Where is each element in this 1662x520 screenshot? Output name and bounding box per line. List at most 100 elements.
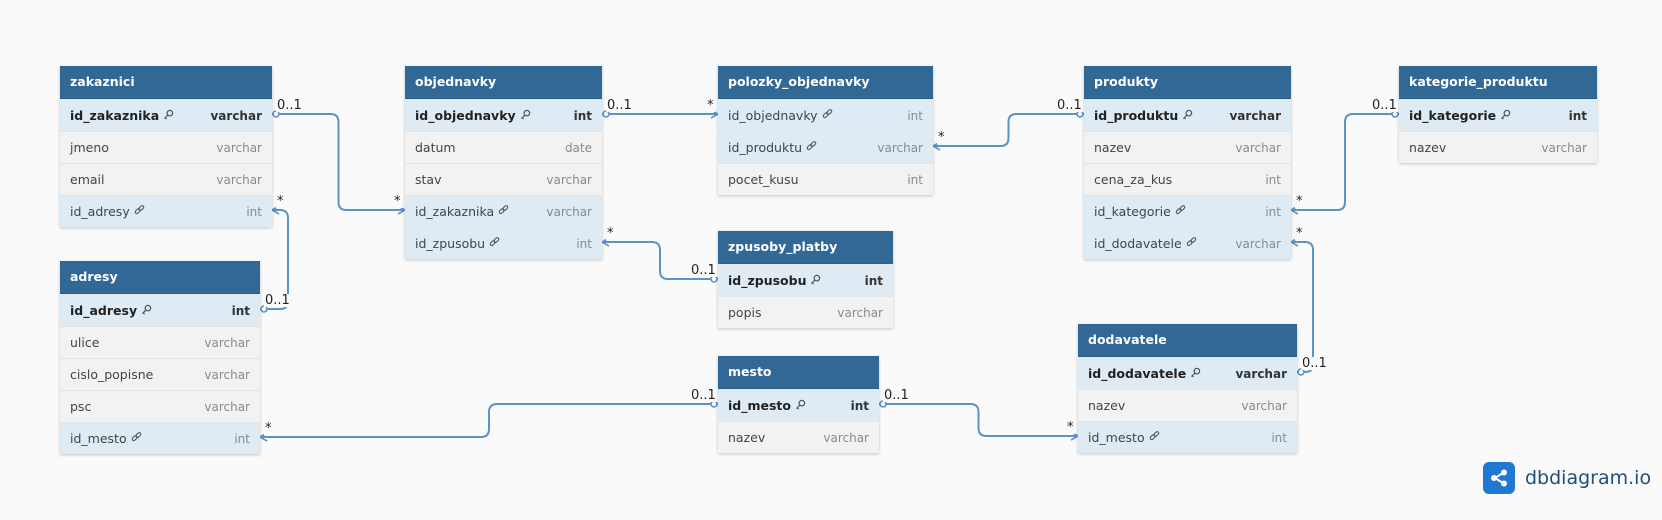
field-name-wrap: jmeno bbox=[70, 140, 109, 155]
field-type: int bbox=[231, 303, 250, 318]
table-header[interactable]: zakaznici bbox=[60, 66, 272, 99]
key-icon bbox=[810, 273, 821, 288]
table-header[interactable]: mesto bbox=[718, 356, 879, 389]
link-icon bbox=[134, 204, 145, 219]
table-header[interactable]: polozky_objednavky bbox=[718, 66, 933, 99]
cardinality-one-label: 0..1 bbox=[690, 388, 717, 403]
table-header[interactable]: produkty bbox=[1084, 66, 1291, 99]
relationship-line[interactable] bbox=[260, 403, 718, 438]
field-type: varchar bbox=[204, 399, 250, 414]
field-name: id_zakaznika bbox=[70, 108, 160, 123]
link-icon bbox=[822, 108, 833, 123]
relationship-line[interactable] bbox=[1291, 113, 1399, 211]
relationship-line[interactable] bbox=[933, 113, 1084, 147]
field-row-id_zpusobu[interactable]: id_zpusobu int bbox=[718, 264, 893, 296]
field-name: id_mesto bbox=[70, 431, 127, 446]
table-header[interactable]: zpusoby_platby bbox=[718, 231, 893, 264]
table-header[interactable]: objednavky bbox=[405, 66, 602, 99]
field-name: nazev bbox=[728, 430, 766, 445]
brand-logo[interactable]: dbdiagram.io bbox=[1483, 462, 1651, 494]
table-header[interactable]: kategorie_produktu bbox=[1399, 66, 1597, 99]
table-header[interactable]: dodavatele bbox=[1078, 324, 1297, 357]
cardinality-many-label: * bbox=[393, 194, 402, 209]
field-name-wrap: id_zpusobu bbox=[415, 236, 500, 251]
cardinality-many-label: * bbox=[1295, 194, 1304, 209]
cardinality-many-label: * bbox=[264, 421, 273, 436]
cardinality-one-label: 0..1 bbox=[606, 98, 633, 113]
field-name-wrap: pocet_kusu bbox=[728, 172, 799, 187]
link-icon bbox=[131, 431, 142, 446]
field-type: varchar bbox=[210, 108, 262, 123]
relationship-line[interactable] bbox=[879, 403, 1078, 437]
field-name: ulice bbox=[70, 335, 100, 350]
field-row-id_zakaznika[interactable]: id_zakaznika varchar bbox=[60, 99, 272, 131]
field-type: int bbox=[1265, 204, 1281, 219]
cardinality-many-label: * bbox=[276, 194, 285, 209]
field-name-wrap: id_dodavatele bbox=[1088, 366, 1201, 381]
field-name-wrap: id_zpusobu bbox=[728, 273, 821, 288]
field-type: varchar bbox=[1541, 140, 1587, 155]
field-name: datum bbox=[415, 140, 456, 155]
field-type: int bbox=[864, 273, 883, 288]
field-row-nazev[interactable]: nazev varchar bbox=[718, 421, 879, 453]
field-name-wrap: id_mesto bbox=[728, 398, 806, 413]
table-header[interactable]: adresy bbox=[60, 261, 260, 294]
field-name-wrap: datum bbox=[415, 140, 456, 155]
field-name: psc bbox=[70, 399, 92, 414]
field-type: varchar bbox=[877, 140, 923, 155]
field-type: varchar bbox=[546, 172, 592, 187]
field-row-id_kategorie[interactable]: id_kategorie int bbox=[1084, 195, 1291, 227]
field-type: int bbox=[246, 204, 262, 219]
cardinality-one-label: 0..1 bbox=[690, 263, 717, 278]
relationship-line[interactable] bbox=[272, 113, 405, 211]
field-row-psc[interactable]: psc varchar bbox=[60, 390, 260, 422]
field-row-id_adresy[interactable]: id_adresy int bbox=[60, 195, 272, 227]
field-name: id_adresy bbox=[70, 204, 130, 219]
field-name-wrap: id_kategorie bbox=[1094, 204, 1186, 219]
field-name: nazev bbox=[1088, 398, 1126, 413]
brand-name: dbdiagram.io bbox=[1525, 467, 1652, 489]
key-icon bbox=[795, 398, 806, 413]
cardinality-many-label: * bbox=[706, 98, 715, 113]
field-type: varchar bbox=[823, 430, 869, 445]
cardinality-many-label: * bbox=[1295, 226, 1304, 241]
cardinality-many-label: * bbox=[937, 130, 946, 145]
cardinality-many-label: * bbox=[1066, 420, 1075, 435]
field-name: id_dodavatele bbox=[1088, 366, 1187, 381]
